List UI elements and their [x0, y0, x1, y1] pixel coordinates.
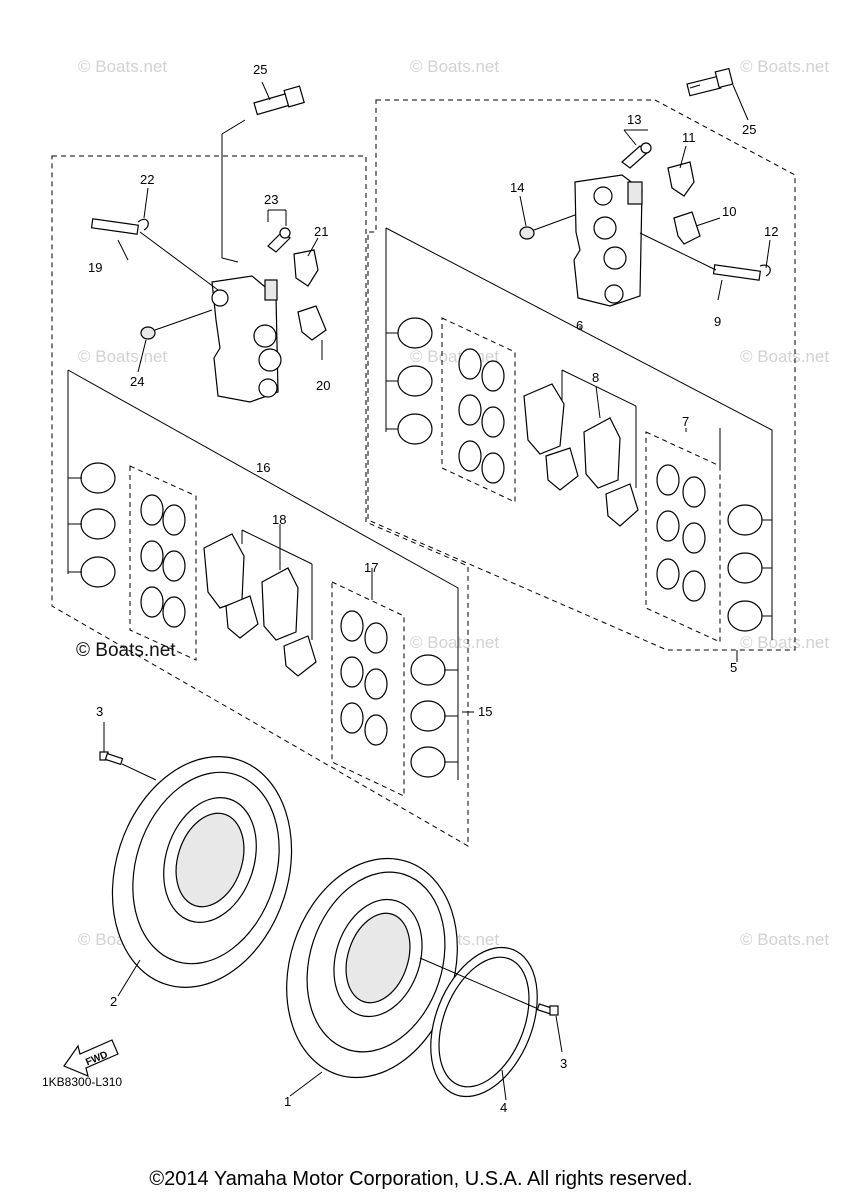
sensor-ring-4 [430, 946, 538, 1098]
watermark: © Boats.net [740, 57, 829, 76]
callout-9: 9 [714, 314, 721, 329]
callout-3: 3 [560, 1056, 567, 1071]
callout-15: 15 [478, 704, 492, 719]
clip-10 [673, 211, 701, 245]
left-pistons-left [68, 462, 116, 588]
spring-11 [667, 161, 695, 197]
copyright-notice: ©2014 Yamaha Motor Corporation, U.S.A. A… [149, 1168, 693, 1190]
callout-20: 20 [316, 378, 330, 393]
callout-1: 1 [284, 1094, 291, 1109]
bolt-25-left [253, 85, 305, 116]
left-seal-box-left [129, 465, 197, 661]
callout-18: 18 [272, 512, 286, 527]
callout-17: 17 [364, 560, 378, 575]
bolt-3-lower [419, 957, 563, 1053]
callout-16: 16 [256, 460, 270, 475]
clip-20 [297, 305, 327, 341]
fwd-arrow-icon: FWD [63, 1039, 119, 1078]
watermark: © Boats.net [740, 633, 829, 652]
callout-4: 4 [500, 1100, 507, 1115]
callout-10: 10 [722, 204, 736, 219]
callout-25: 25 [742, 122, 756, 137]
pin-9 [639, 232, 771, 281]
cap-24 [140, 326, 156, 340]
right-seal-box-left [441, 317, 516, 503]
callout-7: 7 [682, 414, 689, 429]
left-seals-left [140, 494, 186, 628]
pin-19 [90, 187, 219, 291]
left-pads [203, 529, 317, 677]
callout-24: 24 [130, 374, 144, 389]
callout-5: 5 [730, 660, 737, 675]
watermark: © Boats.net [740, 347, 829, 366]
callout-14: 14 [510, 180, 524, 195]
spring-21 [293, 249, 319, 287]
left-pistons-right [410, 640, 459, 780]
callout-23: 23 [264, 192, 278, 207]
left-caliper-group [51, 81, 474, 847]
right-caliper-body [573, 174, 643, 307]
watermark-dark: © Boats.net [76, 640, 176, 661]
diagram-code: 1KB8300-L310 [42, 1075, 122, 1089]
brake-disc-2 [111, 756, 293, 988]
leader-lines [117, 129, 771, 1101]
right-pads [523, 369, 639, 527]
right-caliper-group [367, 67, 796, 662]
right-pistons-right [727, 470, 773, 640]
watermark: © Boats.net [410, 347, 499, 366]
right-assembly-outline [367, 99, 796, 651]
left-caliper-body [211, 275, 282, 403]
watermark: © Boats.net [740, 930, 829, 949]
leader [732, 84, 749, 121]
callout-12: 12 [764, 224, 778, 239]
left-seal-box-right [331, 581, 405, 797]
watermark: © Boats.net [410, 633, 499, 652]
left-seals-right [340, 610, 388, 746]
callout-21: 21 [314, 224, 328, 239]
bolt-3-upper [99, 722, 157, 781]
callout-25: 25 [253, 62, 267, 77]
callouts: 1 2 3 3 4 5 6 7 8 9 10 11 12 13 14 15 16… [88, 62, 778, 1115]
callout-6: 6 [576, 318, 583, 333]
watermark: © Boats.net [78, 57, 167, 76]
left-assembly-outline [51, 155, 469, 847]
callout-11: 11 [682, 130, 696, 145]
callout-13: 13 [627, 112, 641, 127]
watermark: © Boats.net [78, 347, 167, 366]
callout-8: 8 [592, 370, 599, 385]
right-seals-left [458, 348, 505, 484]
bracket-6 [385, 227, 773, 470]
callout-3: 3 [96, 704, 103, 719]
callout-19: 19 [88, 260, 102, 275]
brake-disc-1 [286, 857, 458, 1079]
right-seal-box-right [645, 431, 721, 643]
bleeder-23 [267, 227, 291, 253]
bleeder-13 [621, 142, 652, 169]
bolt-25-right [686, 67, 734, 97]
cap-14 [519, 226, 535, 240]
right-pistons-left [385, 317, 433, 445]
right-seals-right [656, 464, 706, 602]
watermark: © Boats.net [410, 57, 499, 76]
callout-2: 2 [110, 994, 117, 1009]
callout-22: 22 [140, 172, 154, 187]
